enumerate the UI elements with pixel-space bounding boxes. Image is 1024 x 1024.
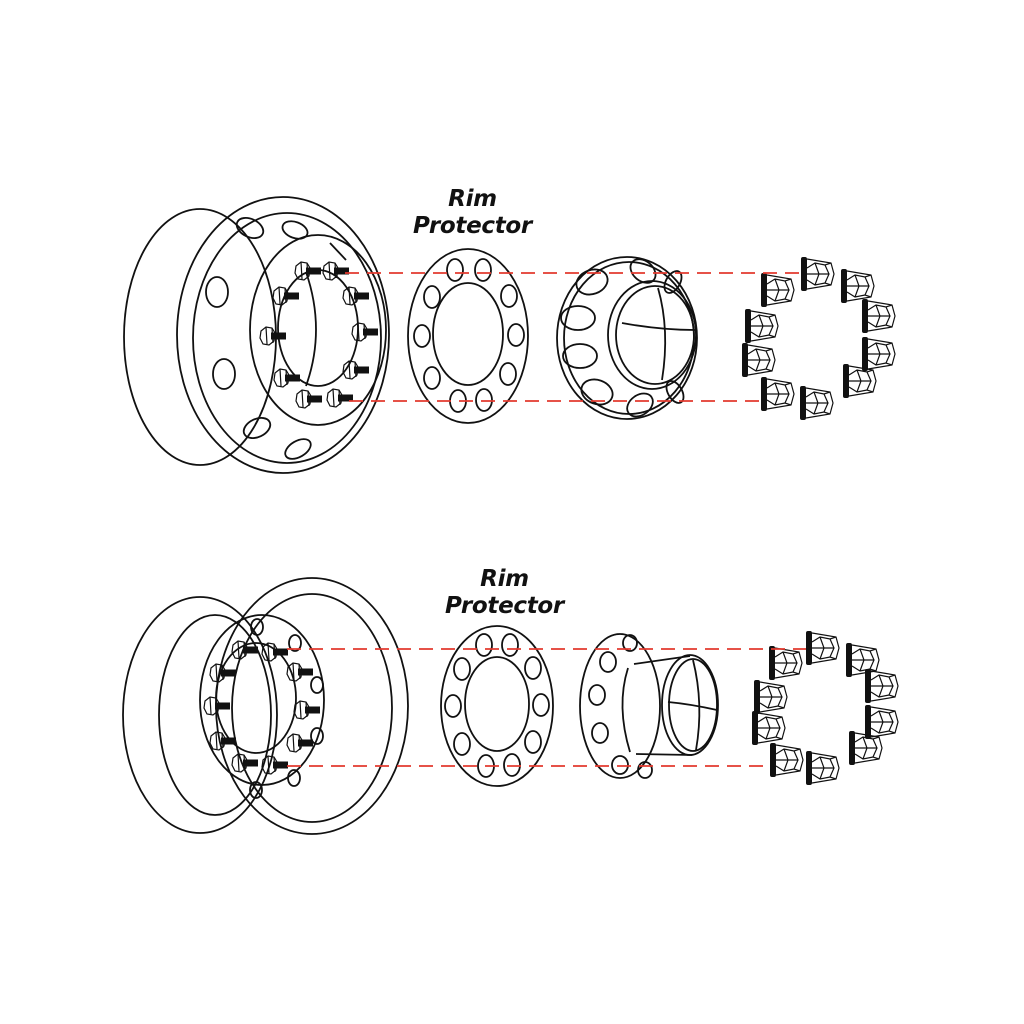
bottom-wheel <box>122 577 409 835</box>
top-hub-cover <box>556 256 698 420</box>
top-lug-nut-covers <box>741 256 896 421</box>
label-line-1: Rim <box>448 186 497 212</box>
bottom-hub-cover <box>579 633 719 779</box>
label-line-1: Rim <box>480 566 529 592</box>
top-wheel <box>123 196 390 474</box>
rim-protector-label-bottom: Rim Protector <box>432 566 577 620</box>
top-rim-protector <box>407 248 529 424</box>
label-line-2: Protector <box>445 593 564 619</box>
bottom-lug-nut-covers <box>751 630 899 786</box>
bottom-rim-protector <box>440 625 554 787</box>
top-assembly <box>123 196 896 474</box>
bottom-assembly <box>122 577 899 835</box>
rim-protector-label-top: Rim Protector <box>400 186 545 240</box>
label-line-2: Protector <box>413 213 532 239</box>
